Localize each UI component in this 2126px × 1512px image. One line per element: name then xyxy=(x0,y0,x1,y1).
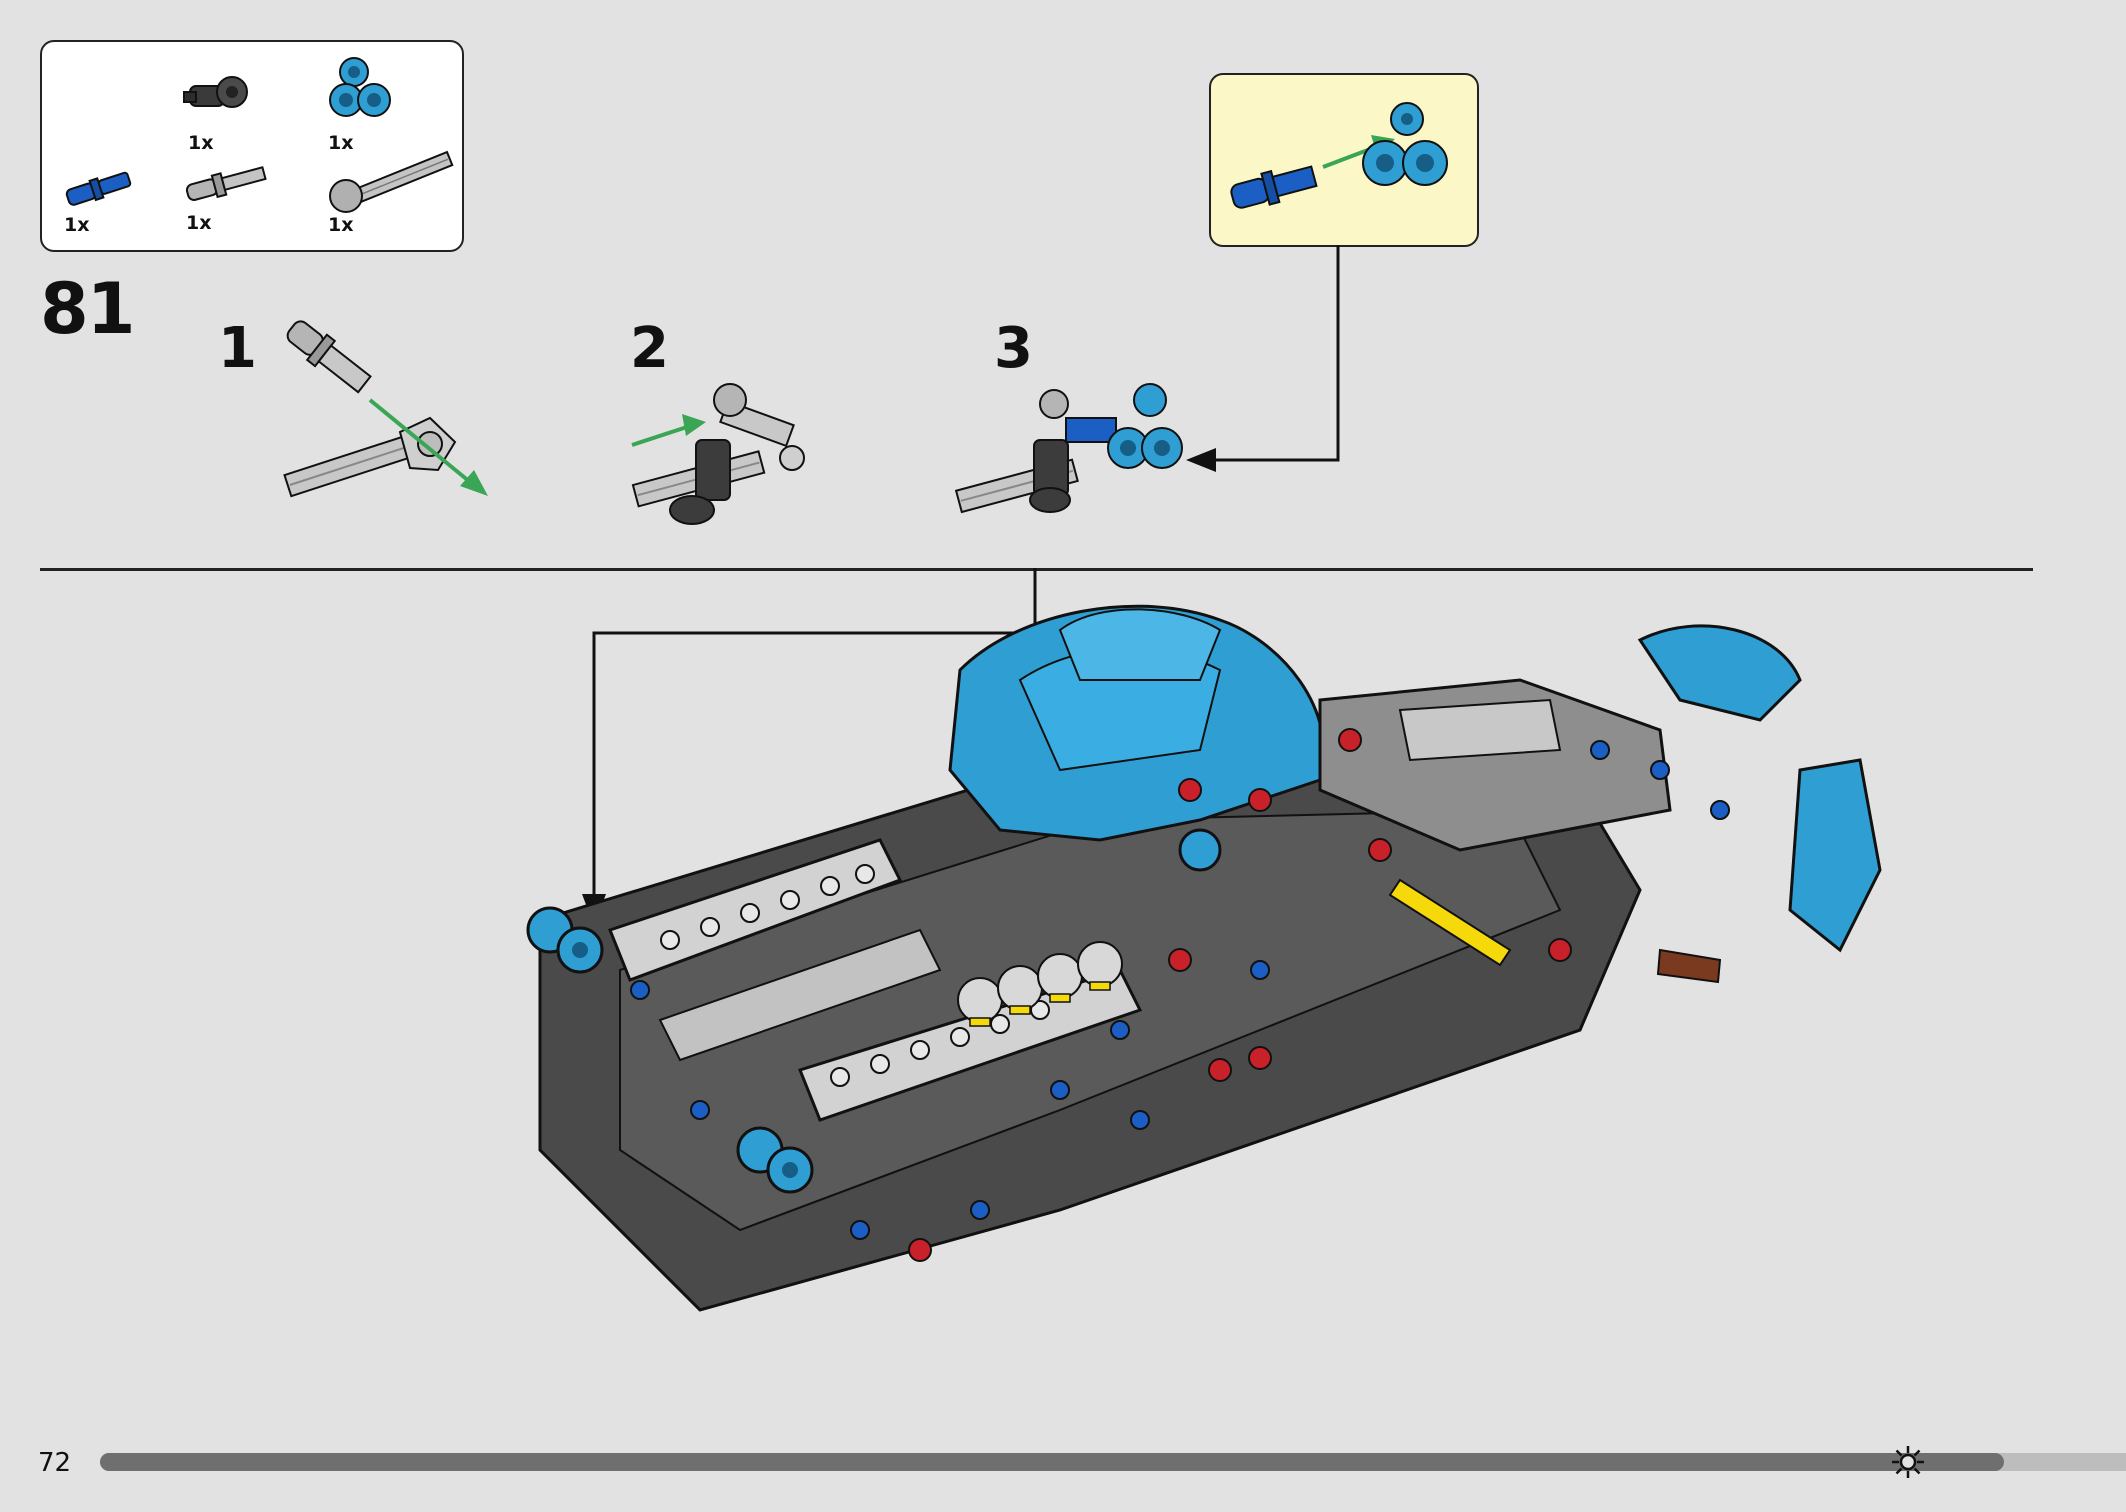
substep-3-illustration xyxy=(954,383,1183,514)
step-number: 81 xyxy=(40,268,135,350)
substep-number-2: 2 xyxy=(630,316,669,381)
substep-1-illustration xyxy=(283,320,488,498)
part-qty: 1x xyxy=(186,212,212,234)
substep-2-illustration xyxy=(631,383,805,525)
sun-icon xyxy=(1892,1446,1924,1478)
chassis-model-illustration xyxy=(526,604,1882,1312)
part-qty: 1x xyxy=(188,132,214,154)
sub-assembly-callout xyxy=(1209,73,1479,247)
parts-list-box: 1x 1x 1x 1 xyxy=(40,40,464,252)
part-qty: 1x xyxy=(328,214,354,236)
light-gray-axle-with-stop-icon xyxy=(324,146,464,226)
callout-connector-arrow xyxy=(1186,245,1340,472)
dark-gray-connector-icon xyxy=(182,64,272,144)
substep-number-1: 1 xyxy=(218,316,257,381)
light-gray-axle-pin-icon xyxy=(182,157,272,237)
part-qty: 1x xyxy=(64,214,90,236)
blue-axle-pin-icon xyxy=(60,162,150,242)
page-number: 72 xyxy=(38,1448,72,1478)
progress-bar-fill xyxy=(100,1453,2004,1471)
substep-number-3: 3 xyxy=(994,316,1033,381)
callout-illustration xyxy=(1230,102,1448,209)
part-qty: 1x xyxy=(328,132,354,154)
azure-double-pin-connector-icon xyxy=(324,56,414,136)
